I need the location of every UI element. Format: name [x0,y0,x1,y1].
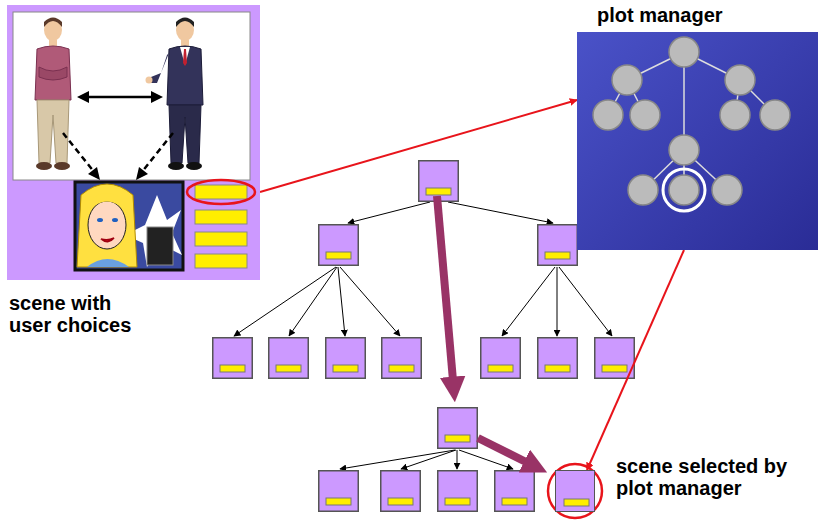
plot-selection [663,169,705,211]
interaction-arrow [63,91,173,180]
choice-highlight [187,180,255,204]
node-label: plot manager [597,4,723,26]
flow-arrow [260,100,577,192]
selected-scene-box: scene selected by plot manager [555,470,595,512]
scene-box [213,161,635,512]
node-label: scene with user choices [9,292,149,336]
scene-panel: scene with user choices [7,5,260,280]
tree-arrow [234,202,612,469]
flow-arrow [587,250,684,470]
node-label: scene selected by plot manager [616,455,798,499]
man-figure [146,18,204,171]
selection-circle [548,464,602,518]
plot-tree [577,32,818,250]
user-cartoon [75,182,183,270]
path-arrow [437,196,538,468]
plot-manager-panel: plot manager [577,32,818,250]
plot-node [593,37,790,205]
choice-button [195,185,247,268]
scene-illustration [7,5,260,280]
man-figure [35,18,71,171]
selected-scene [556,471,596,513]
